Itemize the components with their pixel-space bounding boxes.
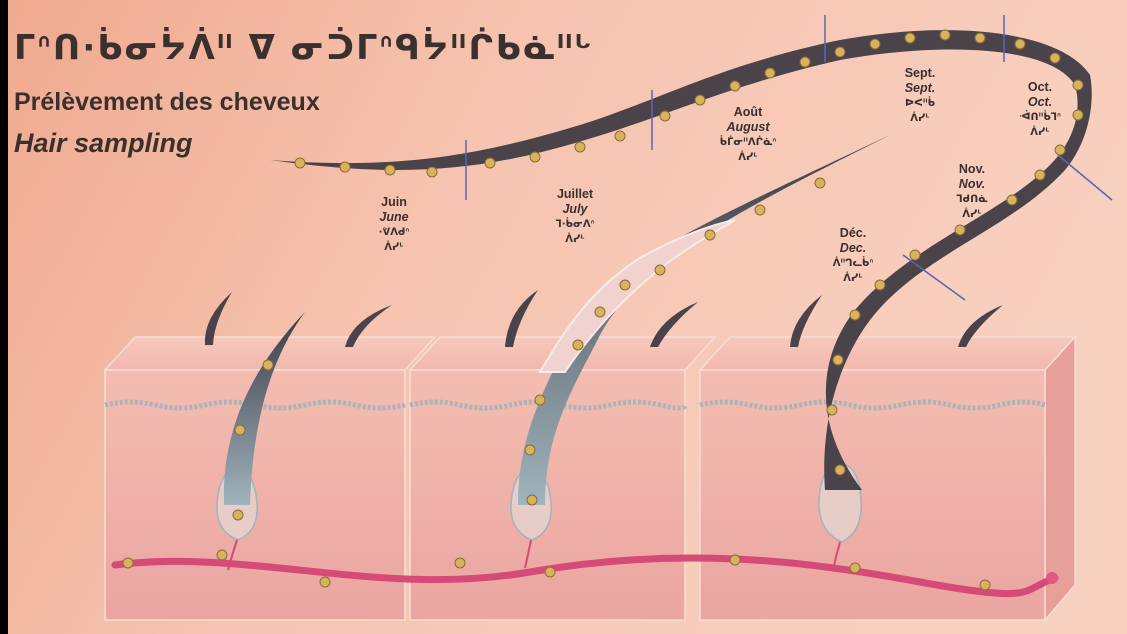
month-syllabics-2: ᐲᓯᒻ xyxy=(803,271,903,286)
month-fr: Déc. xyxy=(803,226,903,241)
month-fr: Juillet xyxy=(525,187,625,202)
month-en: August xyxy=(698,120,798,135)
month-en: Oct. xyxy=(990,95,1090,110)
month-syllabics-2: ᐲᓯᒻ xyxy=(698,150,798,165)
month-syllabics-2: ᐲᓯᒻ xyxy=(990,125,1090,140)
month-en: June xyxy=(344,210,444,225)
month-syllabics-2: ᐲᓯᒻ xyxy=(922,207,1022,222)
left-border xyxy=(0,0,8,634)
month-label-september: Sept. Sept. ᐅᐸᐦᑳ ᐲᓯᒻ xyxy=(870,66,970,126)
vessel-end xyxy=(1046,572,1058,584)
month-en: Dec. xyxy=(803,241,903,256)
month-en: Sept. xyxy=(870,81,970,96)
month-fr: Août xyxy=(698,105,798,120)
month-en: Nov. xyxy=(922,177,1022,192)
month-syllabics: ᐲᐦᒉᓚᑳᐢ xyxy=(803,256,903,271)
title-french: Prélèvement des cheveux xyxy=(14,88,320,117)
month-label-october: Oct. Oct. ᐙᑎᐦᑳᒣᐢ ᐲᓯᒻ xyxy=(990,80,1090,140)
title-syllabics: ᒥᐢᑎ·ᑳᓂᔮᐲᐦ ᐁ ᓂᑑᒥᐢᑫᔮᐦᒌᑲᓈᐦᒡ xyxy=(14,28,594,68)
month-label-june: Juin June ·ᕓᐱᑯᐢ ᐲᓯᒻ xyxy=(344,195,444,255)
month-fr: Sept. xyxy=(870,66,970,81)
month-label-august: Août August ᑳᒦᓂᐦᐱᒌᓈᐢ ᐲᓯᒻ xyxy=(698,105,798,165)
month-syllabics: ᒣᑯᑎᓈ xyxy=(922,192,1022,207)
month-syllabics-2: ᐲᓯᒻ xyxy=(870,111,970,126)
month-label-november: Nov. Nov. ᒣᑯᑎᓈ ᐲᓯᒻ xyxy=(922,162,1022,222)
month-syllabics-2: ᐲᓯᒻ xyxy=(525,232,625,247)
month-fr: Oct. xyxy=(990,80,1090,95)
month-fr: Nov. xyxy=(922,162,1022,177)
month-label-december: Déc. Dec. ᐲᐦᒉᓚᑳᐢ ᐲᓯᒻ xyxy=(803,226,903,286)
month-syllabics: ᐙᑎᐦᑳᒣᐢ xyxy=(990,110,1090,125)
month-fr: Juin xyxy=(344,195,444,210)
month-syllabics: ᑳᒦᓂᐦᐱᒌᓈᐢ xyxy=(698,135,798,150)
month-syllabics-2: ᐲᓯᒻ xyxy=(344,240,444,255)
month-syllabics: ᐅᐸᐦᑳ xyxy=(870,96,970,111)
month-en: July xyxy=(525,202,625,217)
title-english: Hair sampling xyxy=(14,128,193,159)
month-syllabics: ᒣ·ᑳᓂᐱᐢ xyxy=(525,217,625,232)
month-syllabics: ·ᕓᐱᑯᐢ xyxy=(344,225,444,240)
month-label-july: Juillet July ᒣ·ᑳᓂᐱᐢ ᐲᓯᒻ xyxy=(525,187,625,247)
